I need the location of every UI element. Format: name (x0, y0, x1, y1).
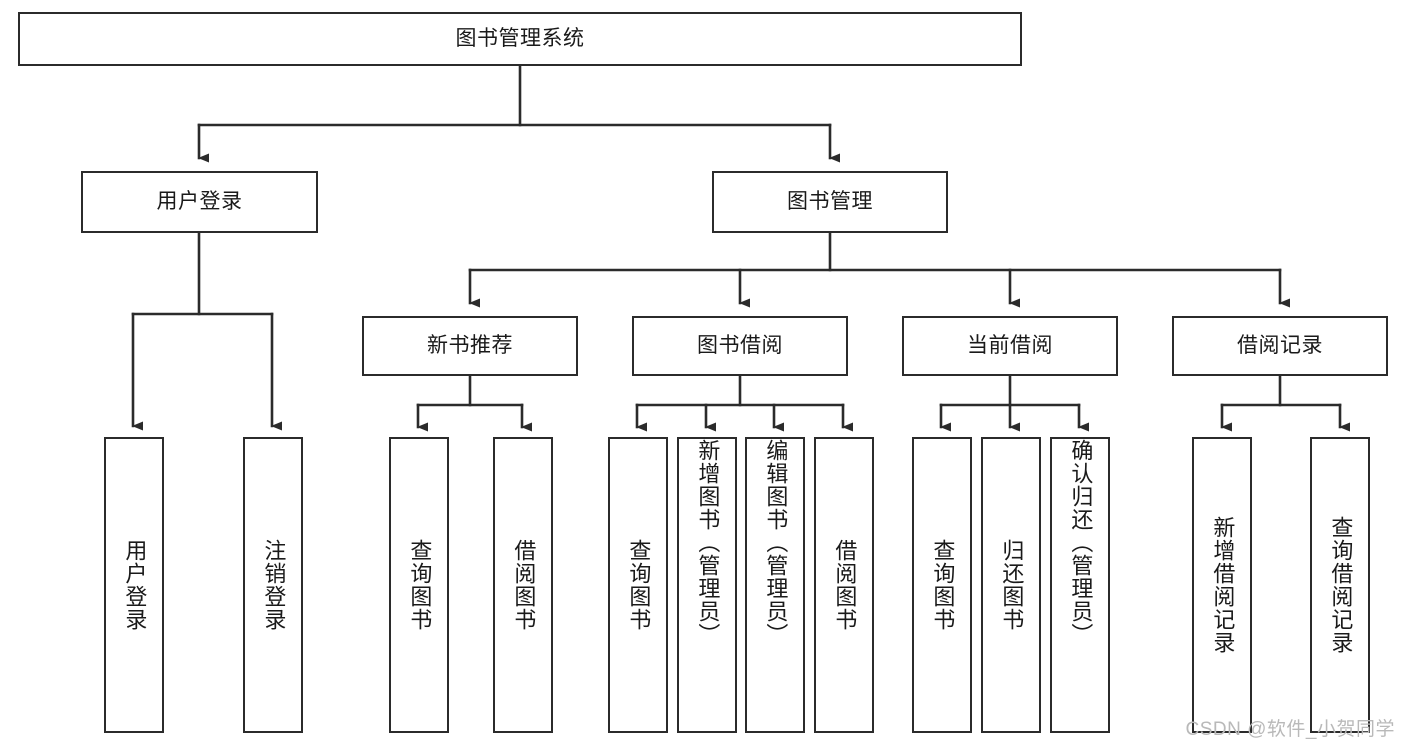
node-label: 查询借阅记录 (1328, 516, 1354, 654)
node-book-management[interactable]: 图书管理 (712, 171, 948, 233)
leaf-user-login[interactable]: 用户登录 (104, 437, 164, 733)
node-label: 当前借阅 (967, 334, 1053, 358)
node-label: 借阅记录 (1237, 334, 1323, 358)
leaf-cb-query-book[interactable]: 查询图书 (912, 437, 972, 733)
node-current-borrow[interactable]: 当前借阅 (902, 316, 1118, 376)
leaf-bb-borrow-book[interactable]: 借阅图书 (814, 437, 874, 733)
node-label: 图书管理系统 (455, 27, 585, 51)
leaf-logout[interactable]: 注销登录 (243, 437, 303, 733)
node-label: 注销登录 (261, 539, 287, 631)
node-label: 查询图书 (407, 539, 433, 631)
leaf-cb-return-book[interactable]: 归还图书 (981, 437, 1041, 733)
node-label: 确认归还（管理员） (1068, 439, 1094, 646)
node-label: 新增借阅记录 (1210, 516, 1236, 654)
leaf-br-add-record[interactable]: 新增借阅记录 (1192, 437, 1252, 733)
node-label: 图书管理 (787, 190, 873, 214)
node-label: 用户登录 (156, 190, 243, 214)
node-label: 归还图书 (999, 539, 1025, 631)
node-new-book-recommend[interactable]: 新书推荐 (362, 316, 578, 376)
node-label: 图书借阅 (697, 334, 783, 358)
leaf-bb-add-book-admin[interactable]: 新增图书（管理员） (677, 437, 737, 733)
node-label: 编辑图书（管理员） (763, 439, 789, 646)
node-label: 查询图书 (626, 539, 652, 631)
node-root-book-management-system[interactable]: 图书管理系统 (18, 12, 1022, 66)
leaf-bb-edit-book-admin[interactable]: 编辑图书（管理员） (745, 437, 805, 733)
node-label: 新增图书（管理员） (695, 439, 721, 646)
leaf-nb-query-book[interactable]: 查询图书 (389, 437, 449, 733)
node-label: 借阅图书 (511, 539, 537, 631)
leaf-bb-query-book[interactable]: 查询图书 (608, 437, 668, 733)
node-book-borrow[interactable]: 图书借阅 (632, 316, 848, 376)
node-label: 新书推荐 (427, 334, 513, 358)
node-user-login[interactable]: 用户登录 (81, 171, 318, 233)
node-borrow-record[interactable]: 借阅记录 (1172, 316, 1388, 376)
leaf-cb-confirm-return-admin[interactable]: 确认归还（管理员） (1050, 437, 1110, 733)
leaf-nb-borrow-book[interactable]: 借阅图书 (493, 437, 553, 733)
leaf-br-query-record[interactable]: 查询借阅记录 (1310, 437, 1370, 733)
node-label: 借阅图书 (832, 539, 858, 631)
node-label: 查询图书 (930, 539, 956, 631)
node-label: 用户登录 (122, 539, 148, 631)
